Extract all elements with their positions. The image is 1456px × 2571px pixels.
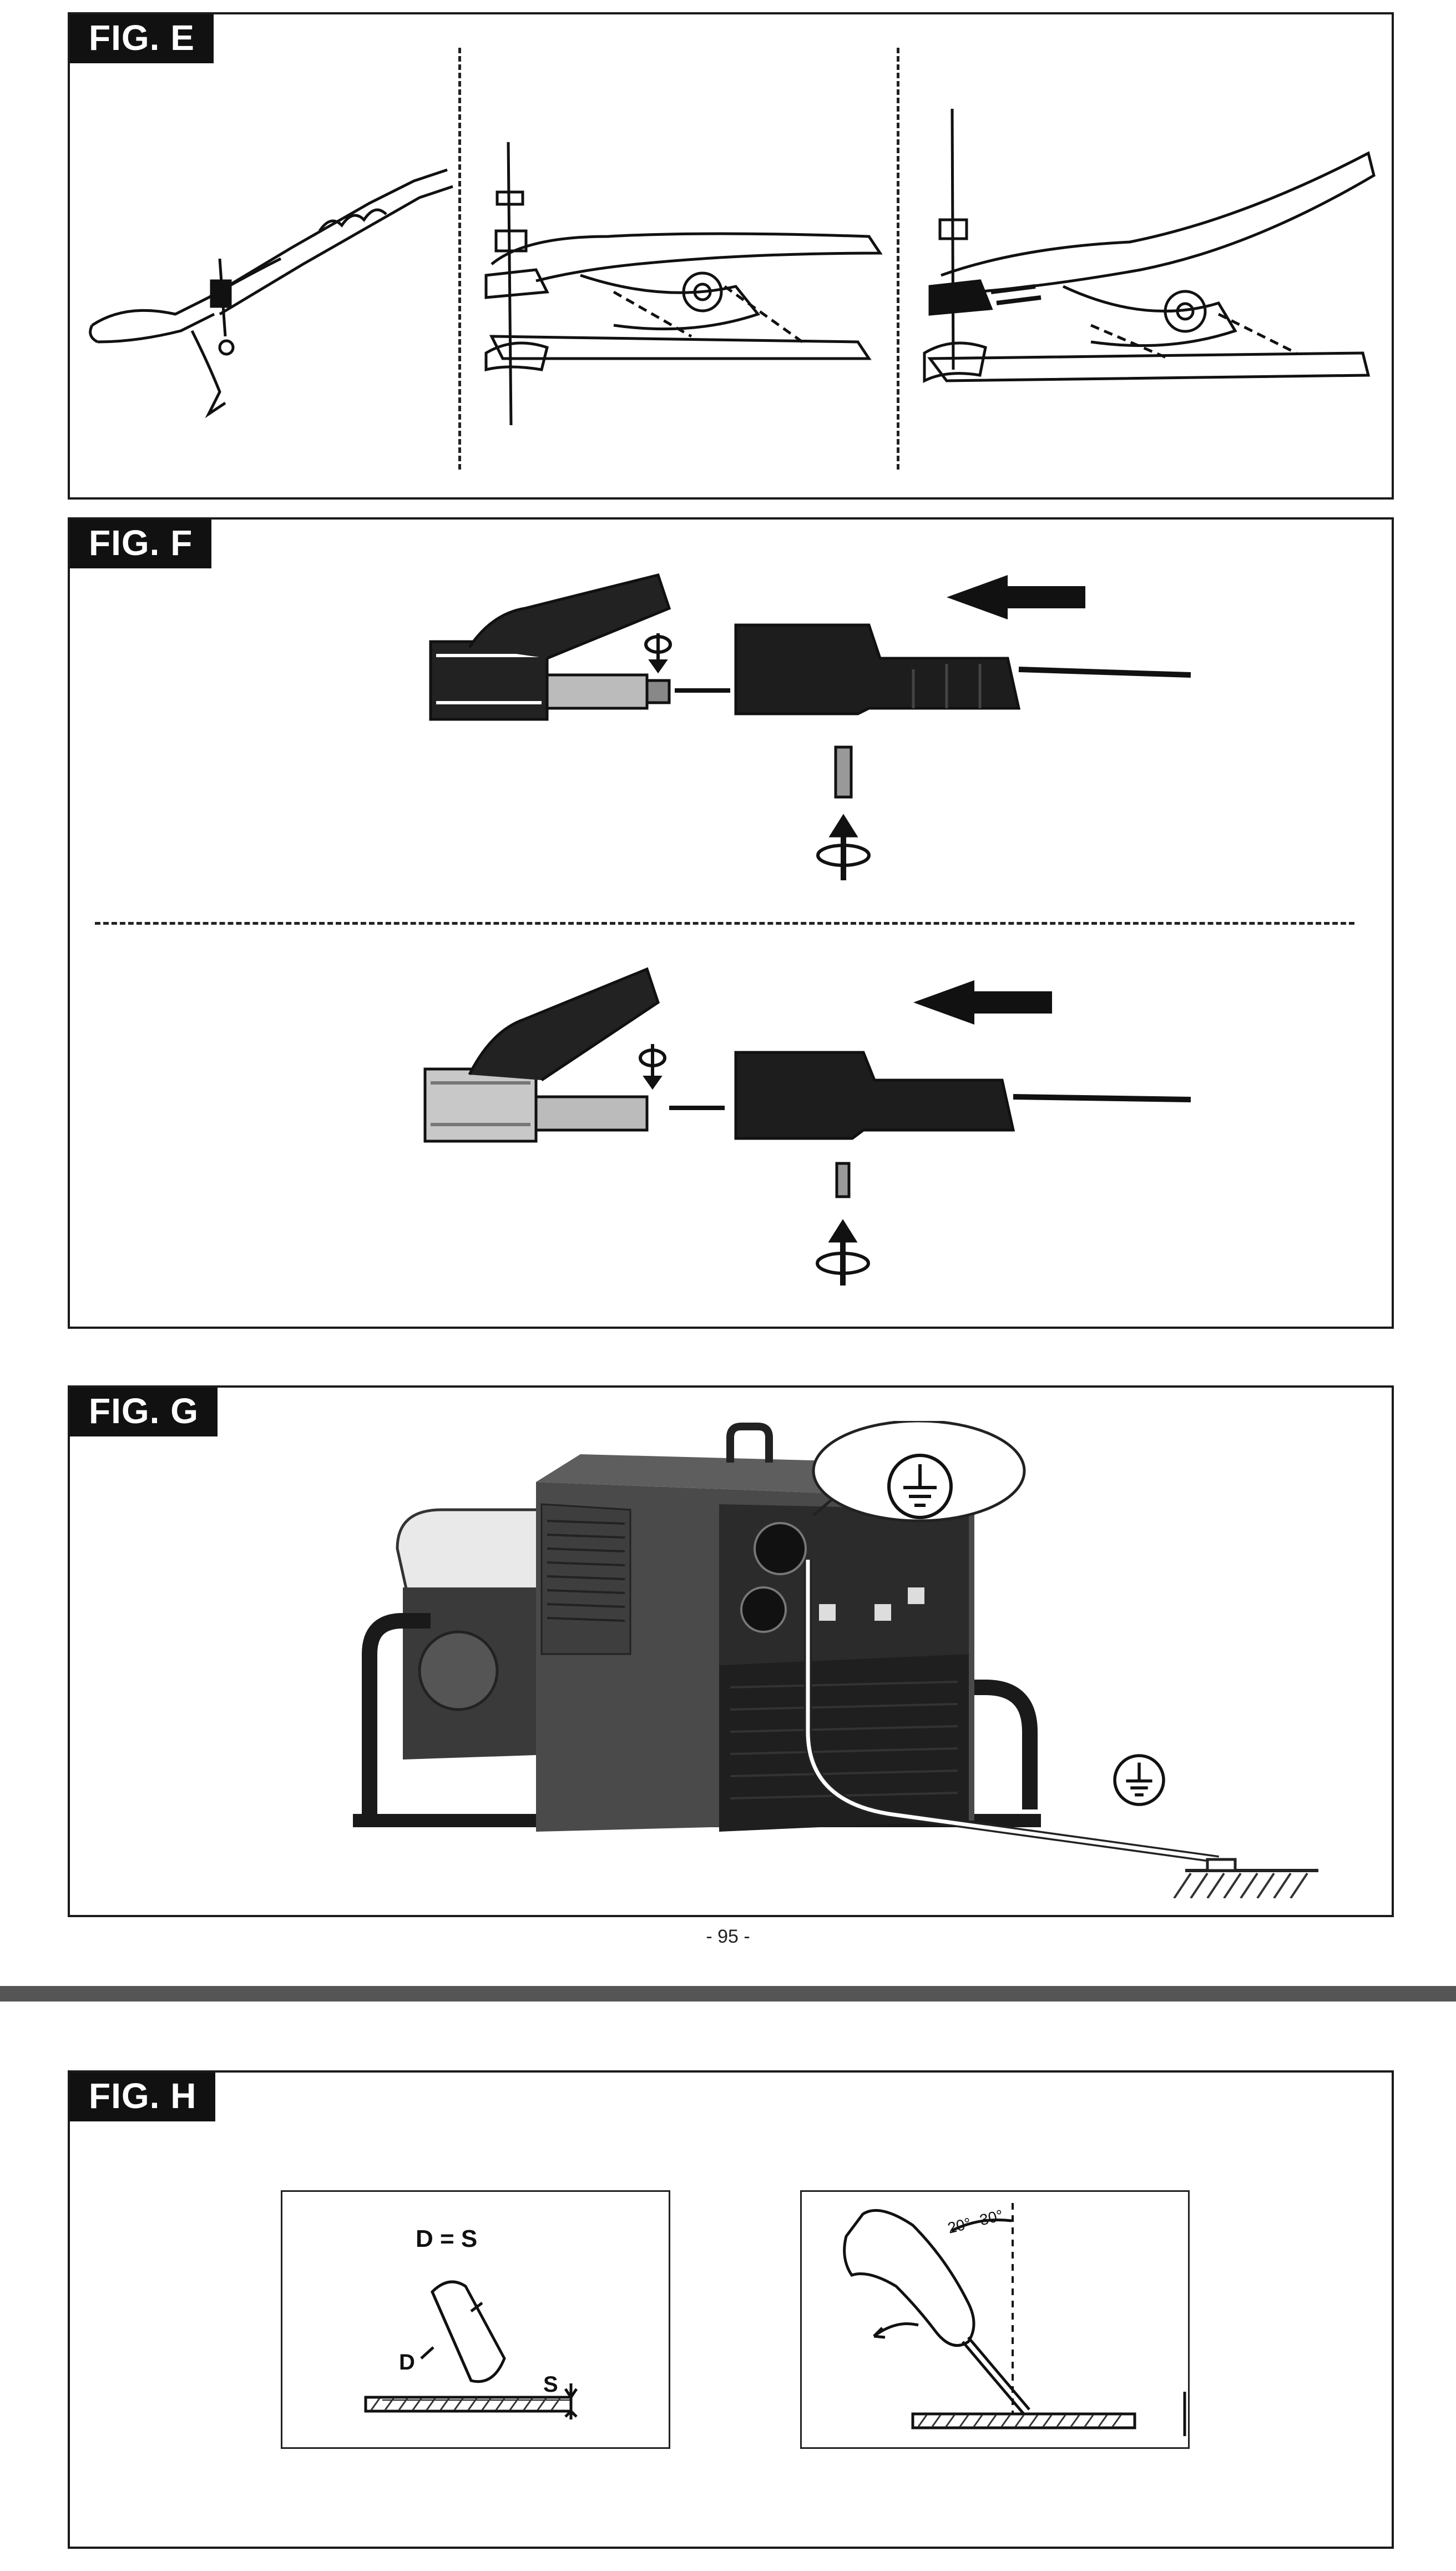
electrode-angle-diagram: 20°- 30° [800, 2190, 1190, 2449]
welding-generator-drawing [353, 1421, 1318, 1898]
fig-e-panel: FIG. E [68, 12, 1394, 500]
fig-e-divider-1 [458, 48, 461, 470]
diameter-label: D [399, 2350, 415, 2375]
clamp-exploded-drawing [484, 142, 883, 426]
electrode-diameter-diagram: D = S D S [281, 2190, 670, 2449]
clamp-assembled-drawing [923, 108, 1376, 384]
page-number: - 95 - [706, 1926, 750, 1947]
fig-h-label: FIG. H [70, 2073, 216, 2121]
fig-f-divider [95, 922, 1354, 925]
earth-ground-icon [1113, 1754, 1165, 1806]
thickness-label: S [543, 2372, 558, 2397]
fig-f-label: FIG. F [70, 520, 212, 568]
fig-h-panel: FIG. H D = S [68, 2070, 1394, 2549]
ground-clamp-cable-drawing [89, 168, 453, 419]
fig-e-label: FIG. E [70, 14, 214, 63]
hand-holding-electrode-drawing [843, 2203, 1186, 2436]
page-divider [0, 1986, 1456, 2002]
electrode-on-plate-drawing [364, 2280, 578, 2419]
electrode-holder-top-drawing [429, 573, 1191, 880]
fig-g-label: FIG. G [70, 1388, 218, 1436]
fig-g-panel: FIG. G [68, 1385, 1394, 1917]
earth-ground-icon [887, 1454, 953, 1519]
electrode-holder-bottom-drawing [423, 967, 1191, 1286]
diameter-equals-thickness-formula: D = S [416, 2225, 478, 2252]
fig-e-divider-2 [897, 48, 899, 470]
fig-f-panel: FIG. F [68, 517, 1394, 1329]
